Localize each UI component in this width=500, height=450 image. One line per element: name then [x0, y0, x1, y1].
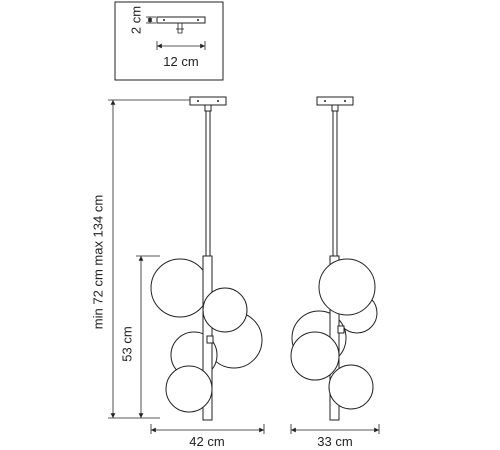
front-suspension-rod [205, 110, 211, 258]
side-width-label: 33 cm [317, 434, 352, 449]
side-view: 33 cm [290, 96, 380, 449]
inset-connector [177, 23, 183, 34]
body-height-dimension: 53 cm [119, 255, 160, 418]
front-globe-bottom-left [165, 365, 213, 413]
side-canopy-collar [331, 104, 339, 112]
front-canopy-collar [204, 104, 212, 112]
front-canopy [189, 96, 227, 106]
total-height-label: min 72 cm max 134 cm [90, 195, 105, 329]
inset-canopy-plate [156, 16, 206, 24]
side-canopy-screw-right [344, 100, 346, 102]
front-canopy-screw-right [217, 100, 219, 102]
inset-frame [114, 1, 224, 81]
inset-screw-left [163, 19, 165, 21]
front-socket [206, 335, 214, 344]
inset-width-label: 12 cm [163, 54, 198, 69]
total-height-dimension: min 72 cm max 134 cm [90, 99, 190, 419]
side-globe-middle-left [290, 331, 340, 381]
front-globe-upper-right [202, 287, 248, 333]
side-suspension-rod [332, 110, 338, 258]
side-globe-bottom [328, 364, 374, 410]
body-height-label: 53 cm [119, 326, 134, 361]
side-canopy [316, 96, 354, 106]
front-width-label: 42 cm [189, 434, 224, 449]
front-view: 42 cm [150, 96, 265, 449]
canopy-detail-inset: 2 cm 12 cm [114, 1, 224, 81]
inset-height-label: 2 cm [128, 6, 143, 34]
side-globe-top [318, 258, 376, 316]
side-socket [337, 325, 345, 334]
front-globe-upper-left [150, 258, 210, 318]
side-canopy-screw-left [324, 100, 326, 102]
inset-screw-right [197, 19, 199, 21]
front-canopy-screw-left [197, 100, 199, 102]
